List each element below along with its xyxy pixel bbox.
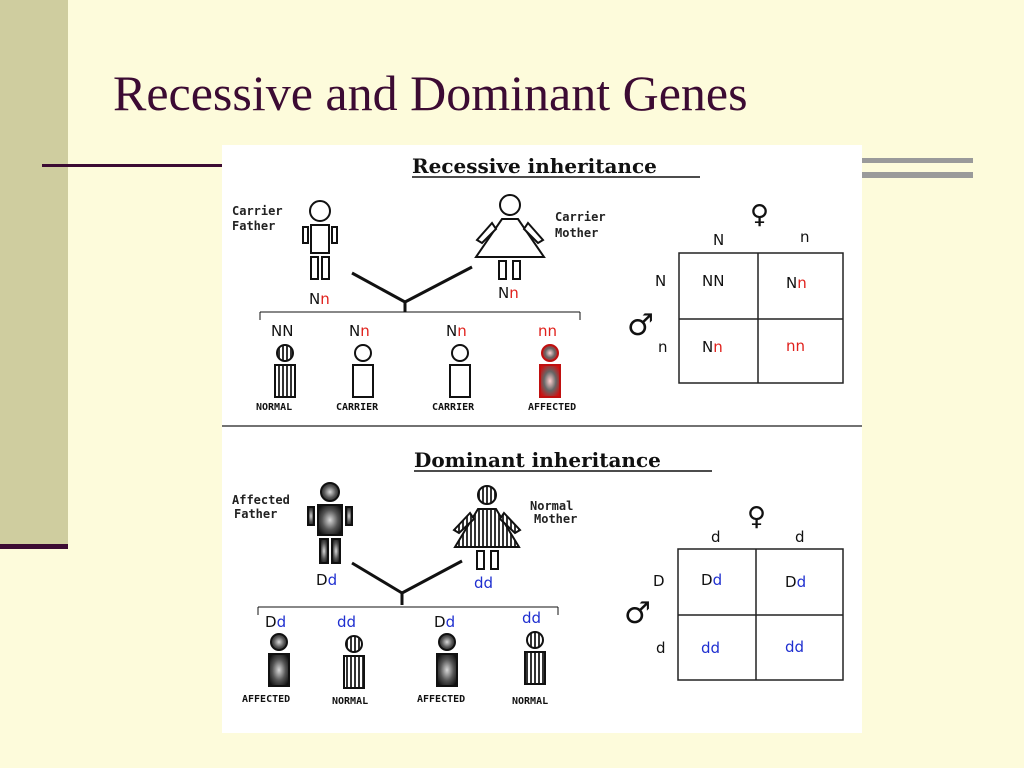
recessive-child-normal: NN NORMAL: [256, 322, 296, 413]
dominant-father-label-1: Affected: [232, 493, 290, 507]
recessive-father-label-2: Father: [232, 219, 275, 233]
dominant-father-genotype: Dd: [316, 571, 337, 589]
punnett-col-header: d: [795, 528, 805, 546]
recessive-section: Recessive inheritance Carrier Father Nn …: [232, 154, 844, 413]
child-status-label: NORMAL: [256, 402, 292, 413]
punnett-col-header: d: [711, 528, 721, 546]
punnett-cell: Nn: [702, 338, 723, 356]
punnett-row-header: D: [653, 572, 665, 590]
punnett-row-header: d: [656, 639, 666, 657]
slide-title: Recessive and Dominant Genes: [113, 65, 748, 121]
inheritance-diagram: Recessive inheritance Carrier Father Nn …: [222, 145, 862, 733]
recessive-mother-label-2: Mother: [555, 226, 598, 240]
dominant-mother-label-2: Mother: [534, 512, 577, 526]
child-genotype: dd: [522, 609, 541, 627]
female-icon: ♀: [747, 502, 766, 532]
recessive-mother-genotype: Nn: [498, 284, 519, 302]
male-icon: ♂: [624, 596, 651, 631]
recessive-child-carrier-1: Nn CARRIER: [336, 322, 379, 413]
punnett-row-header: n: [658, 338, 668, 356]
recessive-father-genotype: Nn: [309, 290, 330, 308]
child-status-label: CARRIER: [432, 402, 475, 413]
title-rule-right-bottom: [858, 172, 973, 178]
dominant-section: Dominant inheritance Affected Father Dd …: [232, 448, 844, 707]
punnett-col-header: N: [713, 231, 724, 249]
sidebar-rule: [0, 544, 68, 549]
recessive-heading: Recessive inheritance: [412, 154, 657, 178]
recessive-mother-figure: [474, 194, 546, 280]
child-genotype: NN: [271, 322, 293, 340]
recessive-punnett-square: ♀ ♂ N n N n NN Nn Nn nn: [627, 200, 844, 384]
child-status-label: CARRIER: [336, 402, 379, 413]
title-rule-right-top: [858, 158, 973, 163]
child-status-label: AFFECTED: [528, 402, 576, 413]
female-icon: ♀: [750, 200, 769, 230]
child-genotype: nn: [538, 322, 557, 340]
child-genotype: Dd: [434, 613, 455, 631]
dominant-cross-lines: [257, 559, 559, 615]
child-status-label: NORMAL: [512, 696, 548, 707]
dominant-child-normal-1: dd NORMAL: [332, 613, 368, 707]
dominant-child-normal-2: dd NORMAL: [512, 609, 548, 707]
dominant-mother-genotype: dd: [474, 574, 493, 592]
child-status-label: AFFECTED: [242, 694, 290, 705]
dominant-mother-figure: [452, 485, 522, 570]
punnett-cell: nn: [786, 337, 805, 355]
inheritance-diagram-svg: Recessive inheritance Carrier Father Nn …: [222, 154, 862, 707]
title-rule-left: [42, 164, 227, 167]
dominant-mother-label-1: Normal: [530, 499, 573, 513]
dominant-father-label-2: Father: [234, 507, 277, 521]
dominant-child-affected-1: Dd AFFECTED: [242, 613, 290, 705]
punnett-row-header: N: [655, 272, 666, 290]
punnett-cell: Dd: [785, 573, 806, 591]
recessive-child-affected: nn AFFECTED: [528, 322, 576, 413]
child-genotype: dd: [337, 613, 356, 631]
punnett-cell: Nn: [786, 274, 807, 292]
child-genotype: Nn: [349, 322, 370, 340]
punnett-cell: NN: [702, 272, 724, 290]
recessive-mother-label-1: Carrier: [555, 210, 606, 224]
punnett-col-header: n: [800, 228, 810, 246]
punnett-cell: dd: [701, 639, 720, 657]
punnett-cell: dd: [785, 638, 804, 656]
child-genotype: Nn: [446, 322, 467, 340]
dominant-heading: Dominant inheritance: [414, 448, 661, 472]
slide-sidebar: [0, 0, 68, 548]
dominant-punnett-square: ♀ ♂ d d D d Dd Dd dd dd: [624, 502, 844, 681]
dominant-father-figure: [307, 482, 353, 564]
dominant-child-affected-2: Dd AFFECTED: [417, 613, 465, 705]
child-status-label: AFFECTED: [417, 694, 465, 705]
recessive-father-label-1: Carrier: [232, 204, 283, 218]
punnett-cell: Dd: [701, 571, 722, 589]
child-status-label: NORMAL: [332, 696, 368, 707]
child-genotype: Dd: [265, 613, 286, 631]
recessive-father-figure: [302, 200, 338, 280]
recessive-child-carrier-2: Nn CARRIER: [432, 322, 475, 413]
recessive-cross-lines: [259, 265, 581, 320]
male-icon: ♂: [627, 308, 654, 343]
